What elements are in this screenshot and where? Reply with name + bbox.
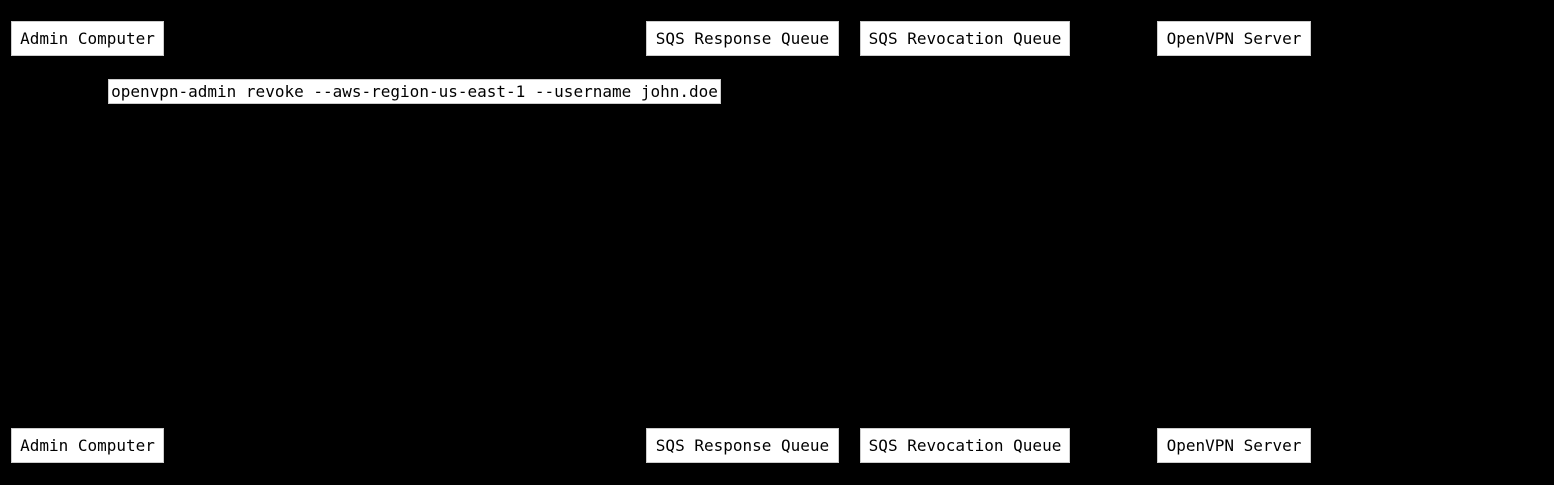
actor-admin-computer-top: Admin Computer: [11, 21, 164, 56]
actor-openvpn-server-bottom: OpenVPN Server: [1157, 428, 1311, 463]
actor-openvpn-server-top: OpenVPN Server: [1157, 21, 1311, 56]
actor-sqs-response-queue-top: SQS Response Queue: [646, 21, 839, 56]
message-revoke-command-label: openvpn-admin revoke --aws-region-us-eas…: [108, 79, 721, 104]
actor-sqs-response-queue-bottom: SQS Response Queue: [646, 428, 839, 463]
actor-admin-computer-bottom: Admin Computer: [11, 428, 164, 463]
actor-sqs-revocation-queue-bottom: SQS Revocation Queue: [860, 428, 1070, 463]
actor-sqs-revocation-queue-top: SQS Revocation Queue: [860, 21, 1070, 56]
